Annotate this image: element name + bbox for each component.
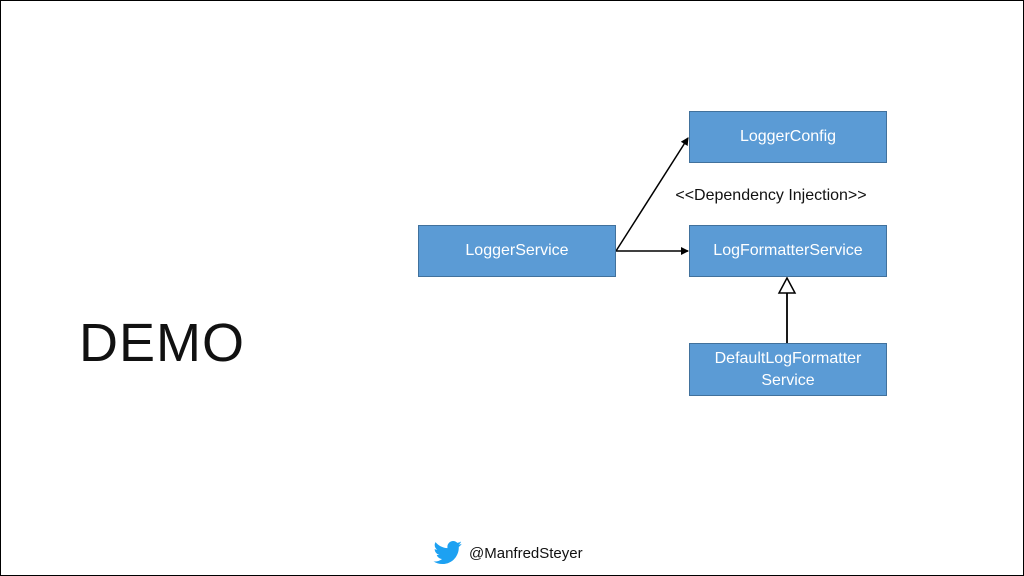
edge-loggerservice-to-loggerconfig xyxy=(615,137,689,252)
node-label: LoggerService xyxy=(465,242,569,259)
node-logger-service: LoggerService xyxy=(418,225,616,277)
slide-title: DEMO xyxy=(79,313,245,373)
node-logger-config: LoggerConfig xyxy=(689,111,887,163)
twitter-bird-icon xyxy=(433,541,462,565)
dependency-injection-label: <<Dependency Injection>> xyxy=(675,187,867,204)
node-default-log-formatter-service: DefaultLogFormatter Service xyxy=(689,343,887,396)
node-log-formatter-service: LogFormatterService xyxy=(689,225,887,277)
node-label: DefaultLogFormatter Service xyxy=(714,349,862,389)
inheritance-arrowhead xyxy=(777,276,797,294)
node-label: LogFormatterService xyxy=(713,242,863,259)
footer: @ManfredSteyer xyxy=(433,541,583,565)
node-label: LoggerConfig xyxy=(739,128,837,145)
footer-handle: @ManfredSteyer xyxy=(469,544,583,562)
